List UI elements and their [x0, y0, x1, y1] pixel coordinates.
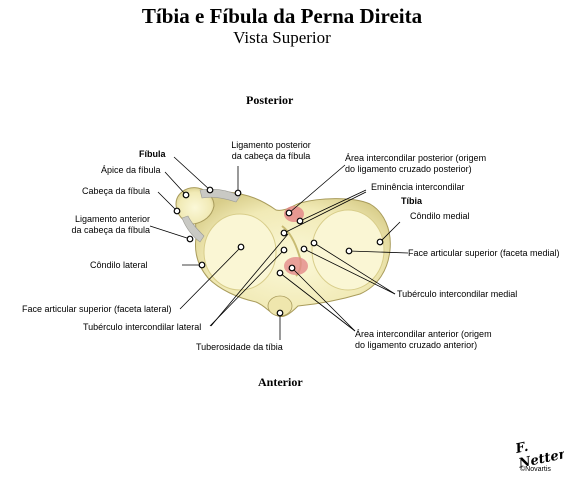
- label-posterior-intercondylar-area: Área intercondilar posterior (origem do …: [345, 153, 486, 174]
- copyright-novartis: ©Novartis: [520, 466, 551, 473]
- label-intercondylar-eminence: Eminência intercondilar: [371, 182, 465, 192]
- label-apex-fibula: Ápice da fíbula: [101, 165, 161, 175]
- orientation-anterior: Anterior: [258, 375, 303, 389]
- label-anterior-ligament-head-line1: Ligamento anterior: [74, 214, 150, 224]
- label-medial-facet: Face articular superior (faceta medial): [408, 248, 560, 258]
- label-posterior-ligament-head-line2: da cabeça da fíbula: [231, 150, 311, 161]
- label-lateral-facet: Face articular superior (faceta lateral): [22, 304, 172, 314]
- label-anterior-ligament-head-line2: da cabeça da fíbula: [71, 224, 150, 235]
- label-anterior-intercondylar-area-line2: do ligamento cruzado anterior): [355, 339, 478, 350]
- label-posterior-ligament-head-line1: Ligamento posterior: [231, 140, 311, 150]
- label-tibia: Tíbia: [401, 196, 423, 206]
- label-fibula: Fíbula: [139, 149, 166, 159]
- label-tibial-tuberosity: Tuberosidade da tíbia: [196, 342, 283, 352]
- lateral-facet-shape: [203, 213, 277, 291]
- label-lateral-tubercle: Tubérculo intercondilar lateral: [83, 322, 202, 332]
- label-posterior-ligament-head: Ligamento posterior da cabeça da fíbula: [226, 140, 316, 161]
- label-anterior-intercondylar-area-line1: Área intercondilar anterior (origem: [355, 329, 492, 339]
- label-medial-tubercle: Tubérculo intercondilar medial: [397, 289, 518, 299]
- label-medial-condyle: Côndilo medial: [410, 211, 470, 221]
- leader-lines: [149, 156, 409, 340]
- label-anterior-intercondylar-area: Área intercondilar anterior (origem do l…: [355, 329, 492, 350]
- label-posterior-intercondylar-area-line2: do ligamento cruzado posterior): [345, 163, 472, 174]
- pointer-dots: [173, 186, 384, 317]
- label-head-fibula: Cabeça da fíbula: [82, 186, 151, 196]
- anterior-fibular-ligament: [181, 215, 205, 243]
- orientation-posterior: Posterior: [246, 93, 294, 107]
- diagram-title: Tíbia e Fíbula da Perna Direita: [141, 4, 423, 28]
- label-posterior-intercondylar-area-line1: Área intercondilar posterior (origem: [345, 153, 487, 163]
- label-anterior-ligament-head: Ligamento anterior da cabeça da fíbula: [66, 214, 150, 235]
- label-lateral-condyle: Côndilo lateral: [90, 260, 148, 270]
- diagram-subtitle: Vista Superior: [233, 28, 331, 47]
